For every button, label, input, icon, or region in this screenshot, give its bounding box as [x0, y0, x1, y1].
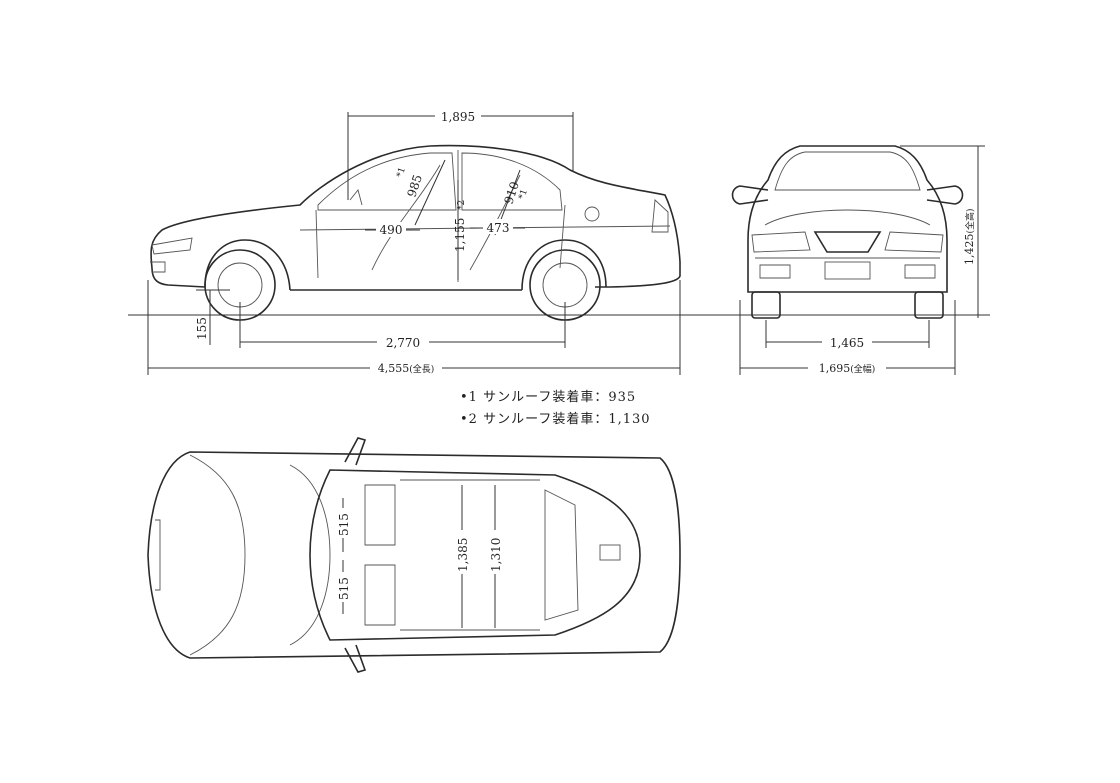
top-mirror-left: [344, 437, 367, 466]
front-headlights: [751, 231, 944, 253]
dim-seat-width-left: 515: [334, 498, 352, 552]
dim-cabin-width-rear-label: 1,310: [489, 538, 503, 572]
top-mirror-right: [344, 644, 367, 673]
dim-seat-width-right: 515: [334, 560, 352, 614]
top-cabin: [309, 469, 641, 641]
front-plate: [824, 261, 871, 280]
dim-rear-headroom-label: 910: [502, 180, 522, 206]
dim-front-headroom-label: 985: [405, 173, 425, 199]
dim-rear-headroom-mark: *1: [517, 188, 530, 201]
dim-seat-width-left-label: 515: [337, 513, 351, 536]
footnote-2-mark: •2: [460, 412, 478, 427]
front-tire-left: [751, 291, 781, 319]
footnote-2-text: サンルーフ装着車：1,130: [483, 412, 651, 427]
front-hood: [764, 209, 931, 226]
dim-overall-width: 1,695(全幅): [739, 300, 956, 375]
dim-rear-seat-label: 473: [487, 221, 510, 235]
dim-roof-length-label: 1,895: [441, 110, 475, 124]
side-body-outline: [150, 144, 681, 291]
front-tire-right: [914, 291, 944, 319]
dim-wheelbase: 2,770: [239, 302, 566, 350]
dim-tread-label: 1,465: [830, 336, 864, 350]
front-view: 1,425(全高) 1,465 1,695(全幅): [731, 145, 985, 375]
front-mirror-right: [926, 185, 964, 205]
top-seats: [364, 479, 579, 631]
footnote-2: •2 サンルーフ装着車：1,130: [460, 408, 651, 427]
top-rear-lamp: [599, 544, 621, 561]
dim-tread: 1,465: [765, 320, 930, 350]
dim-overall-height: 1,425(全高): [900, 145, 985, 318]
dim-seat-width-right-label: 515: [337, 577, 351, 600]
dim-overall-length-label: 4,555(全長): [378, 362, 435, 375]
side-headlight: [151, 237, 193, 255]
dim-overall-length: 4,555(全長): [147, 280, 681, 375]
dim-overall-height-label: 1,425(全高): [963, 208, 976, 265]
footnote-1: •1 サンルーフ装着車：935: [460, 386, 636, 405]
front-grille: [813, 231, 882, 253]
footnote-1-text: サンルーフ装着車：935: [483, 390, 637, 405]
front-body-outline: [747, 145, 948, 293]
dim-front-seat-label: 490: [380, 223, 403, 237]
front-windshield: [774, 151, 921, 191]
dim-interior-height-label: 1,155: [453, 218, 467, 252]
dim-ground-clearance: 155: [195, 289, 230, 345]
footnote-1-mark: •1: [460, 390, 478, 405]
side-rear-arch: [521, 239, 607, 291]
top-body-outline: [147, 451, 681, 659]
dim-front-headroom-mark: *1: [395, 166, 408, 179]
dim-cabin-width-rear: 1,310: [486, 485, 504, 628]
dim-overall-width-label: 1,695(全幅): [819, 362, 876, 375]
side-door-lines: [299, 150, 671, 282]
dim-ground-clearance-label: 155: [195, 317, 209, 340]
top-view: 515 515 1,385 1,310: [147, 437, 681, 673]
dim-interior-height-mark: *2: [457, 200, 467, 210]
side-bumper-front: [150, 261, 166, 273]
top-hood: [155, 454, 331, 656]
front-mirror-left: [731, 185, 769, 205]
dim-wheelbase-label: 2,770: [386, 336, 420, 350]
front-bumper: [755, 257, 940, 279]
side-fuel-cap: [584, 206, 600, 222]
dim-cabin-width-front-label: 1,385: [456, 538, 470, 572]
side-front-arch: [204, 239, 291, 291]
dim-roof-length: 1,895: [347, 108, 574, 200]
dim-cabin-width-front: 1,385: [453, 485, 471, 628]
side-taillight: [651, 199, 669, 233]
side-rear-hub: [542, 262, 588, 308]
side-view: 1,895 *1 985 910 *1 490 473 1,155 *2 155: [147, 108, 681, 375]
side-front-hub: [217, 262, 263, 308]
side-windows: [317, 152, 563, 211]
